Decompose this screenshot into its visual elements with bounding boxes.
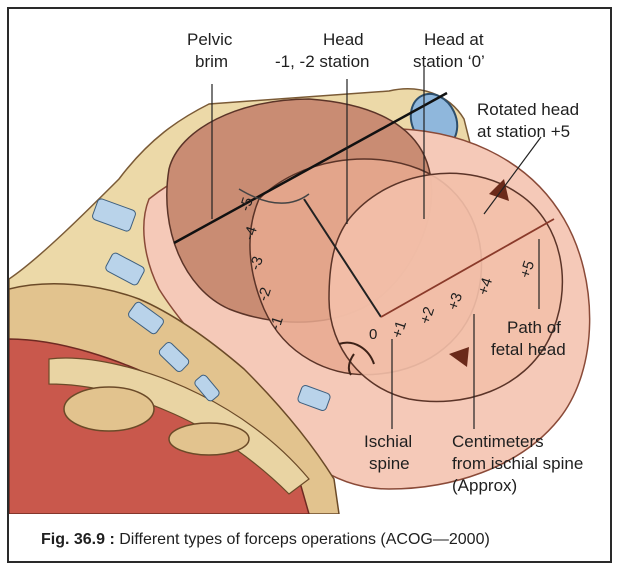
label-centimeters-3: (Approx) bbox=[452, 476, 517, 495]
label-centimeters-2: from ischial spine bbox=[452, 454, 583, 473]
label-rotated-2: at station +5 bbox=[477, 122, 570, 141]
figure-caption: Fig. 36.9 : Different types of forceps o… bbox=[41, 531, 490, 549]
fetal-head-rotated bbox=[329, 173, 562, 401]
pelvis-illustration: Pelvic brim Head -1, -2 station Head at … bbox=[9, 9, 610, 514]
label-path-1: Path of bbox=[507, 318, 561, 337]
label-rotated-1: Rotated head bbox=[477, 100, 579, 119]
label-ischial-1: Ischial bbox=[364, 432, 412, 451]
caption-text: Different types of forceps operations (A… bbox=[115, 531, 490, 548]
label-pelvic-brim-2: brim bbox=[195, 52, 228, 71]
lower-bone-2 bbox=[169, 423, 249, 455]
station-zero: 0 bbox=[369, 326, 377, 343]
label-head-station-2: -1, -2 station bbox=[275, 52, 370, 71]
figure-frame: Pelvic brim Head -1, -2 station Head at … bbox=[7, 7, 612, 563]
label-ischial-2: spine bbox=[369, 454, 410, 473]
label-pelvic-brim-1: Pelvic bbox=[187, 30, 233, 49]
caption-number: Fig. 36.9 : bbox=[41, 531, 115, 548]
label-centimeters-1: Centimeters bbox=[452, 432, 544, 451]
label-path-2: fetal head bbox=[491, 340, 566, 359]
label-head-zero-1: Head at bbox=[424, 30, 484, 49]
label-head-station-1: Head bbox=[323, 30, 364, 49]
label-head-zero-2: station ‘0’ bbox=[413, 52, 485, 71]
lower-bone bbox=[64, 387, 154, 431]
